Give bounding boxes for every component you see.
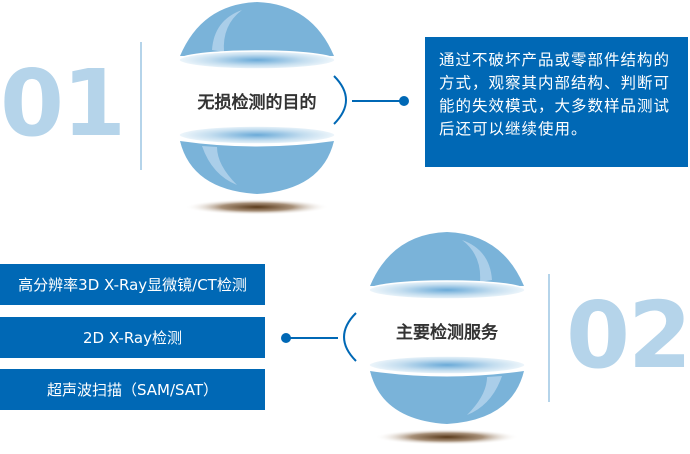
divider-line-01 bbox=[140, 42, 142, 170]
sphere-shadow bbox=[375, 429, 519, 445]
service-item-2d-xray[interactable]: 2D X-Ray检测 bbox=[0, 317, 265, 358]
sphere-bottom-highlight bbox=[467, 376, 502, 415]
sphere-top-dome bbox=[180, 2, 334, 56]
section-number-01: 01 bbox=[0, 50, 126, 157]
section-number-02: 02 bbox=[566, 282, 690, 389]
connector-02 bbox=[281, 312, 357, 362]
sphere-01 bbox=[178, 2, 336, 215]
sphere-bottom-bowl bbox=[180, 141, 334, 194]
sphere-top-disk bbox=[178, 50, 336, 70]
sphere-02 bbox=[368, 232, 526, 445]
divider-line-02 bbox=[548, 274, 550, 402]
service-item-3d-xray[interactable]: 高分辨率3D X-Ray显微镜/CT检测 bbox=[0, 264, 265, 305]
section-title-01: 无损检测的目的 bbox=[197, 93, 317, 113]
sphere-bottom-disk bbox=[178, 125, 336, 145]
section-title-02: 主要检测服务 bbox=[396, 323, 498, 343]
bracket-arc bbox=[343, 312, 357, 362]
service-item-sam-sat[interactable]: 超声波扫描（SAM/SAT） bbox=[0, 369, 265, 410]
sphere-bottom-disk bbox=[368, 355, 526, 375]
sphere-bottom-bowl bbox=[370, 371, 524, 424]
sphere-top-highlight bbox=[462, 240, 492, 282]
sphere-top-dome bbox=[370, 232, 524, 286]
connector-dot bbox=[399, 96, 409, 106]
sphere-top-disk bbox=[368, 280, 526, 300]
sphere-bottom-highlight bbox=[202, 146, 237, 185]
connector-01 bbox=[333, 75, 409, 125]
description-box: 通过不破坏产品或零部件结构的方式，观察其内部结构、判断可能的失效模式，大多数样品… bbox=[425, 37, 688, 167]
sphere-top-highlight bbox=[212, 10, 242, 52]
sphere-shadow bbox=[185, 199, 329, 215]
bracket-arc bbox=[333, 75, 347, 125]
